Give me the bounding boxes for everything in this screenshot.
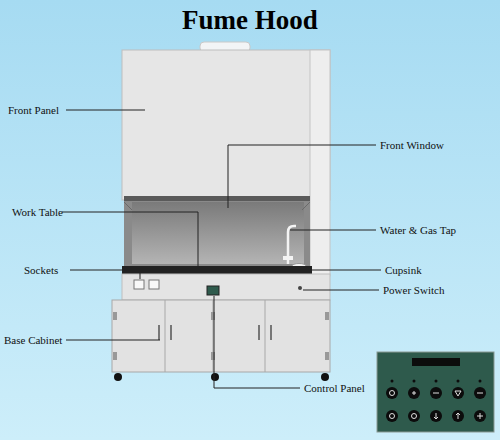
hinge [113,352,117,360]
part-label: Control Panel [304,381,365,395]
socket [134,280,144,289]
front-panel-body [122,50,330,200]
leader-line [214,296,300,388]
panel-face [377,352,494,432]
button-symbol [434,413,438,419]
part-label: Base Cabinet [4,333,62,347]
wheel [114,373,122,381]
door-handle [170,325,172,340]
button-symbol [455,391,461,396]
diagram-title: Fume Hood [182,4,318,36]
power-switch [298,286,302,290]
hinge [325,312,329,320]
base-cabinet [112,300,330,372]
leader-line [70,270,140,279]
hinge [325,352,329,360]
leader-line [303,290,379,291]
part-label: Cupsink [385,263,422,277]
button [474,410,486,422]
part-label: Front Window [380,138,444,152]
hinge [113,312,117,320]
work-table [122,266,312,274]
part-label: Front Panel [8,103,59,117]
button [430,410,442,422]
control-box [207,286,219,295]
part-label: Work Table [12,205,63,219]
wheel [321,373,329,381]
button [408,387,420,399]
button-symbol [433,393,439,394]
button-symbol [412,391,416,395]
indicator [457,380,460,383]
part-label: Power Switch [383,283,444,297]
button [452,387,464,399]
interior-edge [124,202,132,210]
button [386,387,398,399]
button-symbol [477,393,483,394]
indicator [435,380,438,383]
door-seam [265,300,266,372]
indicator [479,380,482,383]
leader-line [228,145,376,208]
door-handle [258,325,260,340]
indicator [391,380,394,383]
display [412,358,460,366]
hood-interior [132,202,304,264]
leader-line [66,110,145,111]
part-label: Water & Gas Tap [380,223,456,237]
sash-frame [124,196,310,201]
control-panel-inset [377,352,494,432]
button [408,410,420,422]
leader-line [66,340,160,341]
button-symbol [412,414,417,419]
button-symbol [456,413,460,419]
lower-panel [122,274,330,300]
button [386,410,398,422]
leader-line [62,212,198,266]
part-label: Sockets [24,263,58,277]
wheel [211,373,219,381]
door-seam [213,300,214,372]
button [474,387,486,399]
door-handle [158,325,160,340]
button-symbol [390,391,395,396]
window-opening [124,196,310,268]
side-pillar [310,50,330,276]
button [430,387,442,399]
leader-line [290,230,376,231]
button-symbol [390,414,395,419]
door-handle [270,325,272,340]
socket [149,280,159,289]
tap-knob [283,256,293,260]
button [452,410,464,422]
door-seam [165,300,166,372]
button-symbol [477,413,483,419]
leader-line [306,270,381,271]
indicator [413,380,416,383]
interior-edge [302,202,310,210]
